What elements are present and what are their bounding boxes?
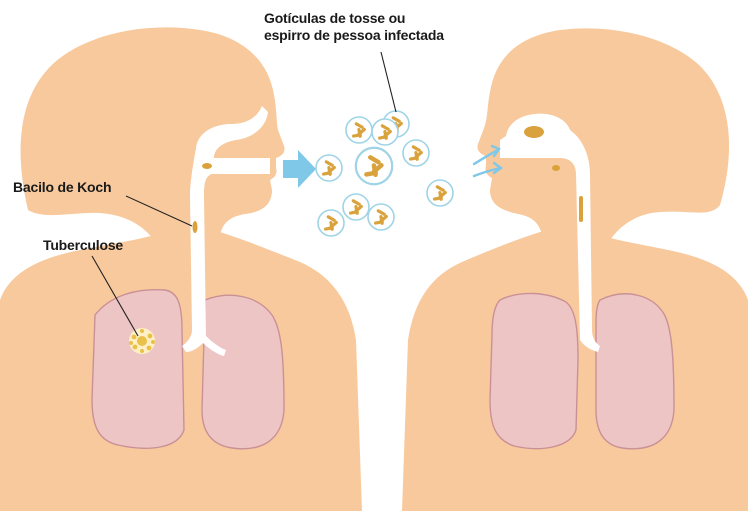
droplets-label-line2: espirro de pessoa infectada (264, 27, 444, 44)
tuberculosis-lesion (129, 328, 155, 354)
left-head (21, 27, 285, 250)
exhale-arrow (283, 150, 316, 188)
bacillus-throat-right (552, 165, 560, 171)
droplet (343, 194, 369, 220)
left-lung-left (202, 295, 284, 449)
droplet (346, 117, 372, 143)
droplets-leader (381, 52, 396, 112)
bacillus-throat-left (193, 221, 198, 233)
droplet-large (356, 148, 392, 184)
bacillus-label: Bacilo de Koch (13, 179, 111, 196)
infected-person (0, 27, 362, 511)
right-lung-left (490, 293, 578, 448)
droplet (372, 119, 398, 145)
droplets-label: Gotículas de tosse ou espirro de pessoa … (264, 10, 444, 44)
droplets-label-line1: Gotículas de tosse ou (264, 10, 444, 27)
exposed-person (402, 28, 748, 511)
droplet (427, 180, 453, 206)
bacillus-nose-left (202, 163, 212, 169)
bacillus-trachea-right (579, 196, 583, 222)
droplet (368, 204, 394, 230)
tuberculosis-label: Tuberculose (43, 237, 123, 254)
right-lung-right (596, 294, 674, 449)
droplet (318, 210, 344, 236)
bacillus-nose-right (524, 126, 544, 138)
droplet (403, 140, 429, 166)
droplet-cloud (316, 111, 453, 236)
left-lung-right (92, 290, 184, 449)
droplet (316, 155, 342, 181)
